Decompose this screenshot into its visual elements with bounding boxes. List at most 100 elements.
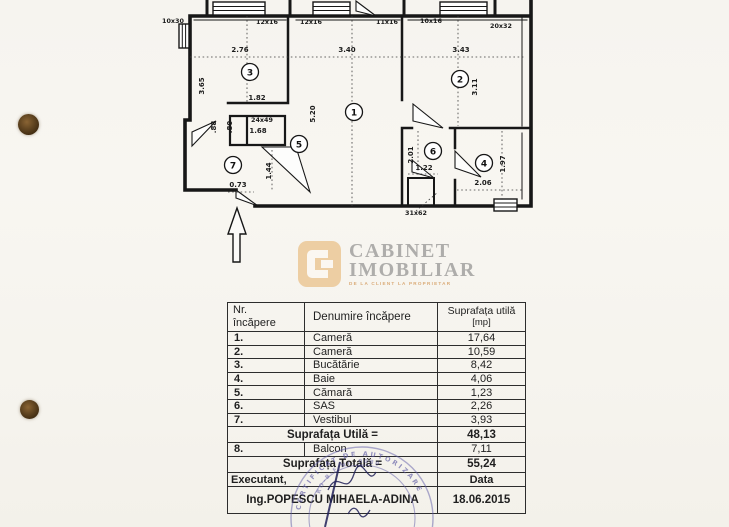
window-size-label-24x49: 24x49: [251, 116, 273, 124]
cell-name: Cămară: [304, 385, 438, 400]
table-row-exec: Executant,Data: [227, 471, 526, 488]
dimension-label-3.11: 3.11: [471, 78, 479, 95]
table-row-summary: Suprafața Totală =55,24: [227, 455, 526, 473]
cell-nr: 2.: [227, 344, 305, 360]
table-row-summary: Suprafața Utilă =48,13: [227, 426, 526, 444]
table-header-row: Nr. încăpere Denumire încăpere Suprafața…: [227, 302, 526, 332]
window-size-label-11x16: 11x16: [376, 18, 398, 26]
dimension-label-.80: .80: [226, 121, 234, 134]
cell-name: Bucătărie: [304, 358, 438, 373]
area-table: Nr. încăpere Denumire încăpere Suprafața…: [227, 302, 526, 515]
window-icon: [439, 1, 488, 16]
window-size-label-10x16: 10x16: [420, 17, 442, 25]
cell-value: 17,64: [437, 331, 526, 346]
door-leaf: [260, 146, 312, 194]
header-nr-line2: încăpere: [233, 317, 276, 329]
plan-labels: 10x30 12x16 12x16 11x16 10x16 20x32 24x49 31x62…: [162, 17, 512, 217]
punch-hole-top: [18, 114, 39, 135]
room-number-5: 5: [289, 134, 309, 154]
cell-name: SAS: [304, 398, 438, 414]
dimension-label-1.44: 1.44: [265, 162, 273, 179]
cell-value: 10,59: [437, 344, 526, 360]
cell-summary-value: 48,13: [437, 426, 526, 444]
window-icon: [493, 198, 518, 212]
walls: [183, 0, 533, 208]
cell-summary-label: Suprafața Utilă =: [227, 426, 438, 444]
cell-nr: 6.: [227, 398, 305, 414]
window-icon: [312, 1, 351, 16]
door-leaf: [412, 102, 444, 129]
cell-name: Vestibul: [304, 412, 438, 428]
dimension-label-2.01: 2.01: [407, 146, 415, 163]
cell-name: Cameră: [304, 331, 438, 346]
dimension-label-0.73: 0.73: [229, 181, 246, 189]
window-size-label-31x62: 31x62: [405, 209, 427, 217]
dimension-label-3.40: 3.40: [338, 46, 355, 54]
dimension-label-1.68: 1.68: [249, 127, 266, 135]
dimension-label-2.06: 2.06: [474, 179, 491, 187]
svg-text:1: 1: [351, 108, 357, 118]
svg-text:6: 6: [430, 147, 436, 157]
cabinet-imobiliar-logo: CABINET IMOBILIAR DE LA CLIENT LA PROPRI…: [297, 240, 476, 288]
window-size-label-10x30: 10x30: [162, 17, 184, 25]
cell-nr: 5.: [227, 385, 305, 400]
cell-nr: 3.: [227, 358, 305, 373]
dimension-label-.88: .88: [210, 121, 218, 134]
header-suprafata: Suprafața utilă [mp]: [437, 302, 526, 332]
cell-summary-label: Suprafața Totală =: [227, 455, 438, 473]
header-nr-line1: Nr.: [233, 304, 248, 317]
dimension-label-1.97: 1.97: [499, 155, 507, 172]
cell-engineer-name: Ing.POPESCU MIHAELA-ADINA: [227, 486, 438, 515]
door-leaf: [411, 158, 435, 179]
svg-text:7: 7: [230, 161, 236, 171]
room-number-1: 1: [344, 102, 364, 122]
svg-text:5: 5: [296, 140, 302, 150]
header-nr: Nr. încăpere: [227, 302, 305, 332]
cell-data-label: Data: [437, 471, 526, 488]
window-size-label-12x16: 12x16: [256, 18, 278, 26]
door-leaf: [191, 120, 217, 148]
header-suprafata-line2: [mp]: [472, 316, 491, 328]
cell-summary-value: 55,24: [437, 455, 526, 473]
svg-text:2: 2: [457, 75, 463, 85]
dimension-label-3.43: 3.43: [452, 46, 469, 54]
cell-executant: Executant,: [227, 471, 438, 488]
punch-hole-bottom: [20, 400, 39, 419]
room-number-3: 3: [240, 62, 260, 82]
door-leaf: [355, 0, 377, 17]
door-leaf: [235, 188, 259, 207]
cell-value: 7,11: [437, 442, 526, 457]
logo-line1: CABINET: [349, 240, 451, 262]
cell-nr: 7.: [227, 412, 305, 428]
cell-date: 18.06.2015: [437, 486, 526, 515]
door-leaf: [454, 149, 482, 178]
north-arrow-icon: [227, 205, 247, 263]
cell-nr: 4.: [227, 371, 305, 387]
header-suprafata-line1: Suprafața utilă: [447, 305, 516, 317]
logo-tagline: DE LA CLIENT LA PROPRIETAR: [349, 281, 452, 287]
room-number-6: 6: [423, 141, 443, 161]
room-number-7: 7: [223, 155, 243, 175]
cell-name: Baie: [304, 371, 438, 387]
cell-nr: 8.: [227, 442, 305, 457]
cell-name: Cameră: [304, 344, 438, 360]
window-size-label-20x32: 20x32: [490, 22, 512, 30]
window-size-label-12x16: 12x16: [300, 18, 322, 26]
cell-nr: 1.: [227, 331, 305, 346]
window-hatches: [178, 1, 518, 212]
cell-value: 4,06: [437, 371, 526, 387]
dimension-label-2.76: 2.76: [231, 46, 248, 54]
room-number-2: 2: [450, 69, 470, 89]
dimension-label-1.22: 1.22: [415, 164, 432, 172]
window-icon: [178, 23, 190, 49]
room-number-4: 4: [474, 153, 494, 173]
dimension-label-1.82: 1.82: [248, 94, 265, 102]
